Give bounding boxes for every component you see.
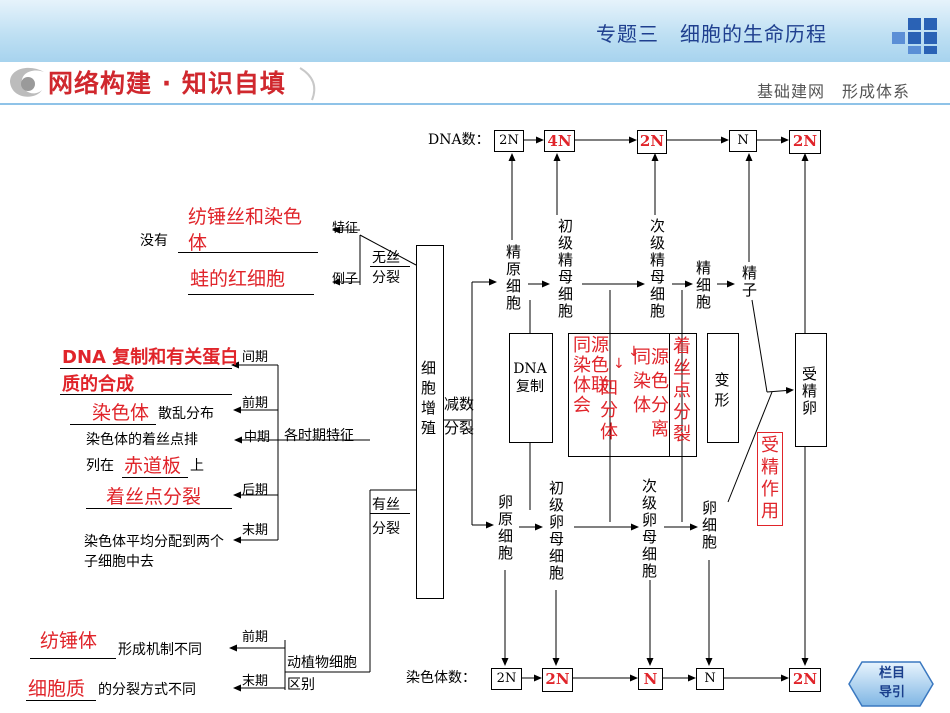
topic-title: 专题三 细胞的生命历程 [596, 22, 827, 46]
interphase-label: 间期 [242, 350, 269, 365]
no-label: 没有 [140, 233, 168, 249]
prophase-label: 前期 [242, 396, 269, 411]
chromosome-value-box: 2N [789, 668, 821, 692]
fill-centromere-split: 着丝点分裂 [106, 486, 202, 508]
section-swirl-icon [10, 67, 316, 101]
fill-homologous-synapsis: 同源染色体联会 [573, 335, 609, 416]
meiosis-label: 减数分裂 [444, 395, 475, 437]
secondary-oocyte-label: 次级卵母细胞 [641, 477, 657, 580]
dna-value-box: N [729, 130, 757, 152]
division-way-text: 的分裂方式不同 [98, 682, 196, 698]
proliferation-label: 细胞增殖 [420, 359, 436, 437]
underline [122, 477, 188, 478]
transform-label: 变形 [714, 371, 730, 409]
dna-row-label: DNA数： [428, 132, 490, 148]
telophase-label: 末期 [242, 523, 269, 538]
section-divider [0, 103, 950, 105]
underline [60, 394, 232, 395]
fill-equatorial-plate: 赤道板 [124, 455, 182, 477]
top-banner [0, 0, 950, 62]
underline [26, 700, 96, 701]
centromere-split-box [669, 333, 697, 457]
fill-tetrad: 四分体 [600, 378, 618, 443]
spermatid-label: 精细胞 [695, 259, 711, 311]
chromosome-value-box: N [638, 668, 663, 690]
fill-fertilization: 受精作用 [757, 432, 783, 526]
underline [60, 368, 232, 369]
fill-frog-red-cell: 蛙的红细胞 [190, 268, 286, 290]
anaphase-label: 后期 [242, 483, 269, 498]
zygote-label: 受精卵 [801, 365, 817, 417]
navigation-button[interactable]: 栏目 导引 [848, 660, 934, 708]
dna-value-box: 2N [789, 130, 821, 154]
chromosome-value-box: 2N [491, 668, 522, 690]
section-subtitle: 基础建网 形成体系 [757, 82, 911, 101]
hexagon-button-icon [848, 661, 934, 707]
fill-spindle: 纺锤体 [40, 630, 98, 652]
fill-dna-replication: DNA 复制和有关蛋白质的合成 [62, 347, 239, 395]
zygote-box [795, 333, 827, 447]
dna-replication-box [509, 333, 553, 443]
example-label: 例子 [332, 272, 359, 287]
secondary-spermatocyte-label: 次级精母细胞 [649, 217, 665, 320]
dna-value-box: 2N [637, 130, 667, 154]
dna-value-box: 4N [544, 130, 575, 152]
primary-spermatocyte-label: 初级精母细胞 [557, 217, 573, 320]
spermatogonium-label: 精原细胞 [505, 243, 521, 312]
plant-animal-label: 动植物细胞区别 [287, 655, 357, 693]
metaphase-label: 中期 [244, 430, 271, 445]
fill-centromere-split-right: 着丝点分裂 [673, 336, 691, 445]
underline [178, 252, 318, 253]
cell-proliferation-bar [416, 245, 444, 599]
dna-value-box: 2N [494, 130, 524, 152]
centromere-text: 染色体的着丝点排 [86, 432, 198, 448]
telophase2-label: 末期 [242, 674, 269, 689]
chromosome-row-label: 染色体数： [406, 670, 476, 686]
underline [370, 513, 410, 514]
feature-label: 特征 [332, 221, 359, 236]
underline [188, 294, 314, 295]
transform-box [707, 333, 739, 443]
on-label: 上 [190, 458, 204, 474]
amitosis-label: 无丝分裂 [372, 250, 400, 286]
arranged-on: 列在 [86, 458, 114, 474]
arrow-down-icon: ↓ [628, 344, 640, 360]
fill-spindle-chromosome: 纺锤丝和染色体 [188, 206, 303, 254]
underline [86, 508, 232, 509]
dna-replication-label: DNA复制 [513, 361, 547, 395]
chromosome-value-box: 2N [542, 668, 573, 692]
fill-chromosome: 染色体 [92, 402, 150, 424]
oogonium-label: 卵原细胞 [497, 493, 513, 562]
scattered-label: 散乱分布 [158, 406, 214, 422]
sperm-label: 精子 [741, 264, 757, 299]
mitosis-label: 有丝分裂 [372, 497, 400, 537]
nav-label-1: 栏目 [879, 666, 906, 681]
phase-features-label: 各时期特征 [284, 428, 354, 444]
fill-cytoplasm: 细胞质 [28, 678, 86, 700]
distribute-text: 染色体平均分配到两个子细胞中去 [84, 534, 224, 570]
blocks-logo-icon [888, 10, 944, 54]
underline [370, 266, 410, 267]
prophase2-label: 前期 [242, 630, 269, 645]
underline [30, 658, 116, 659]
section-title: 网络构建 · 知识自填 [48, 69, 286, 98]
arrow-down-icon: ↓ [613, 356, 625, 372]
underline [70, 424, 156, 425]
chromosome-value-box: N [696, 668, 724, 690]
ovum-label: 卵细胞 [701, 499, 717, 551]
fill-homologous-separate: 同源染色体分离 [633, 347, 669, 440]
nav-label-2: 导引 [879, 685, 906, 700]
primary-oocyte-label: 初级卵母细胞 [548, 479, 564, 582]
mechanism-text: 形成机制不同 [118, 642, 202, 658]
